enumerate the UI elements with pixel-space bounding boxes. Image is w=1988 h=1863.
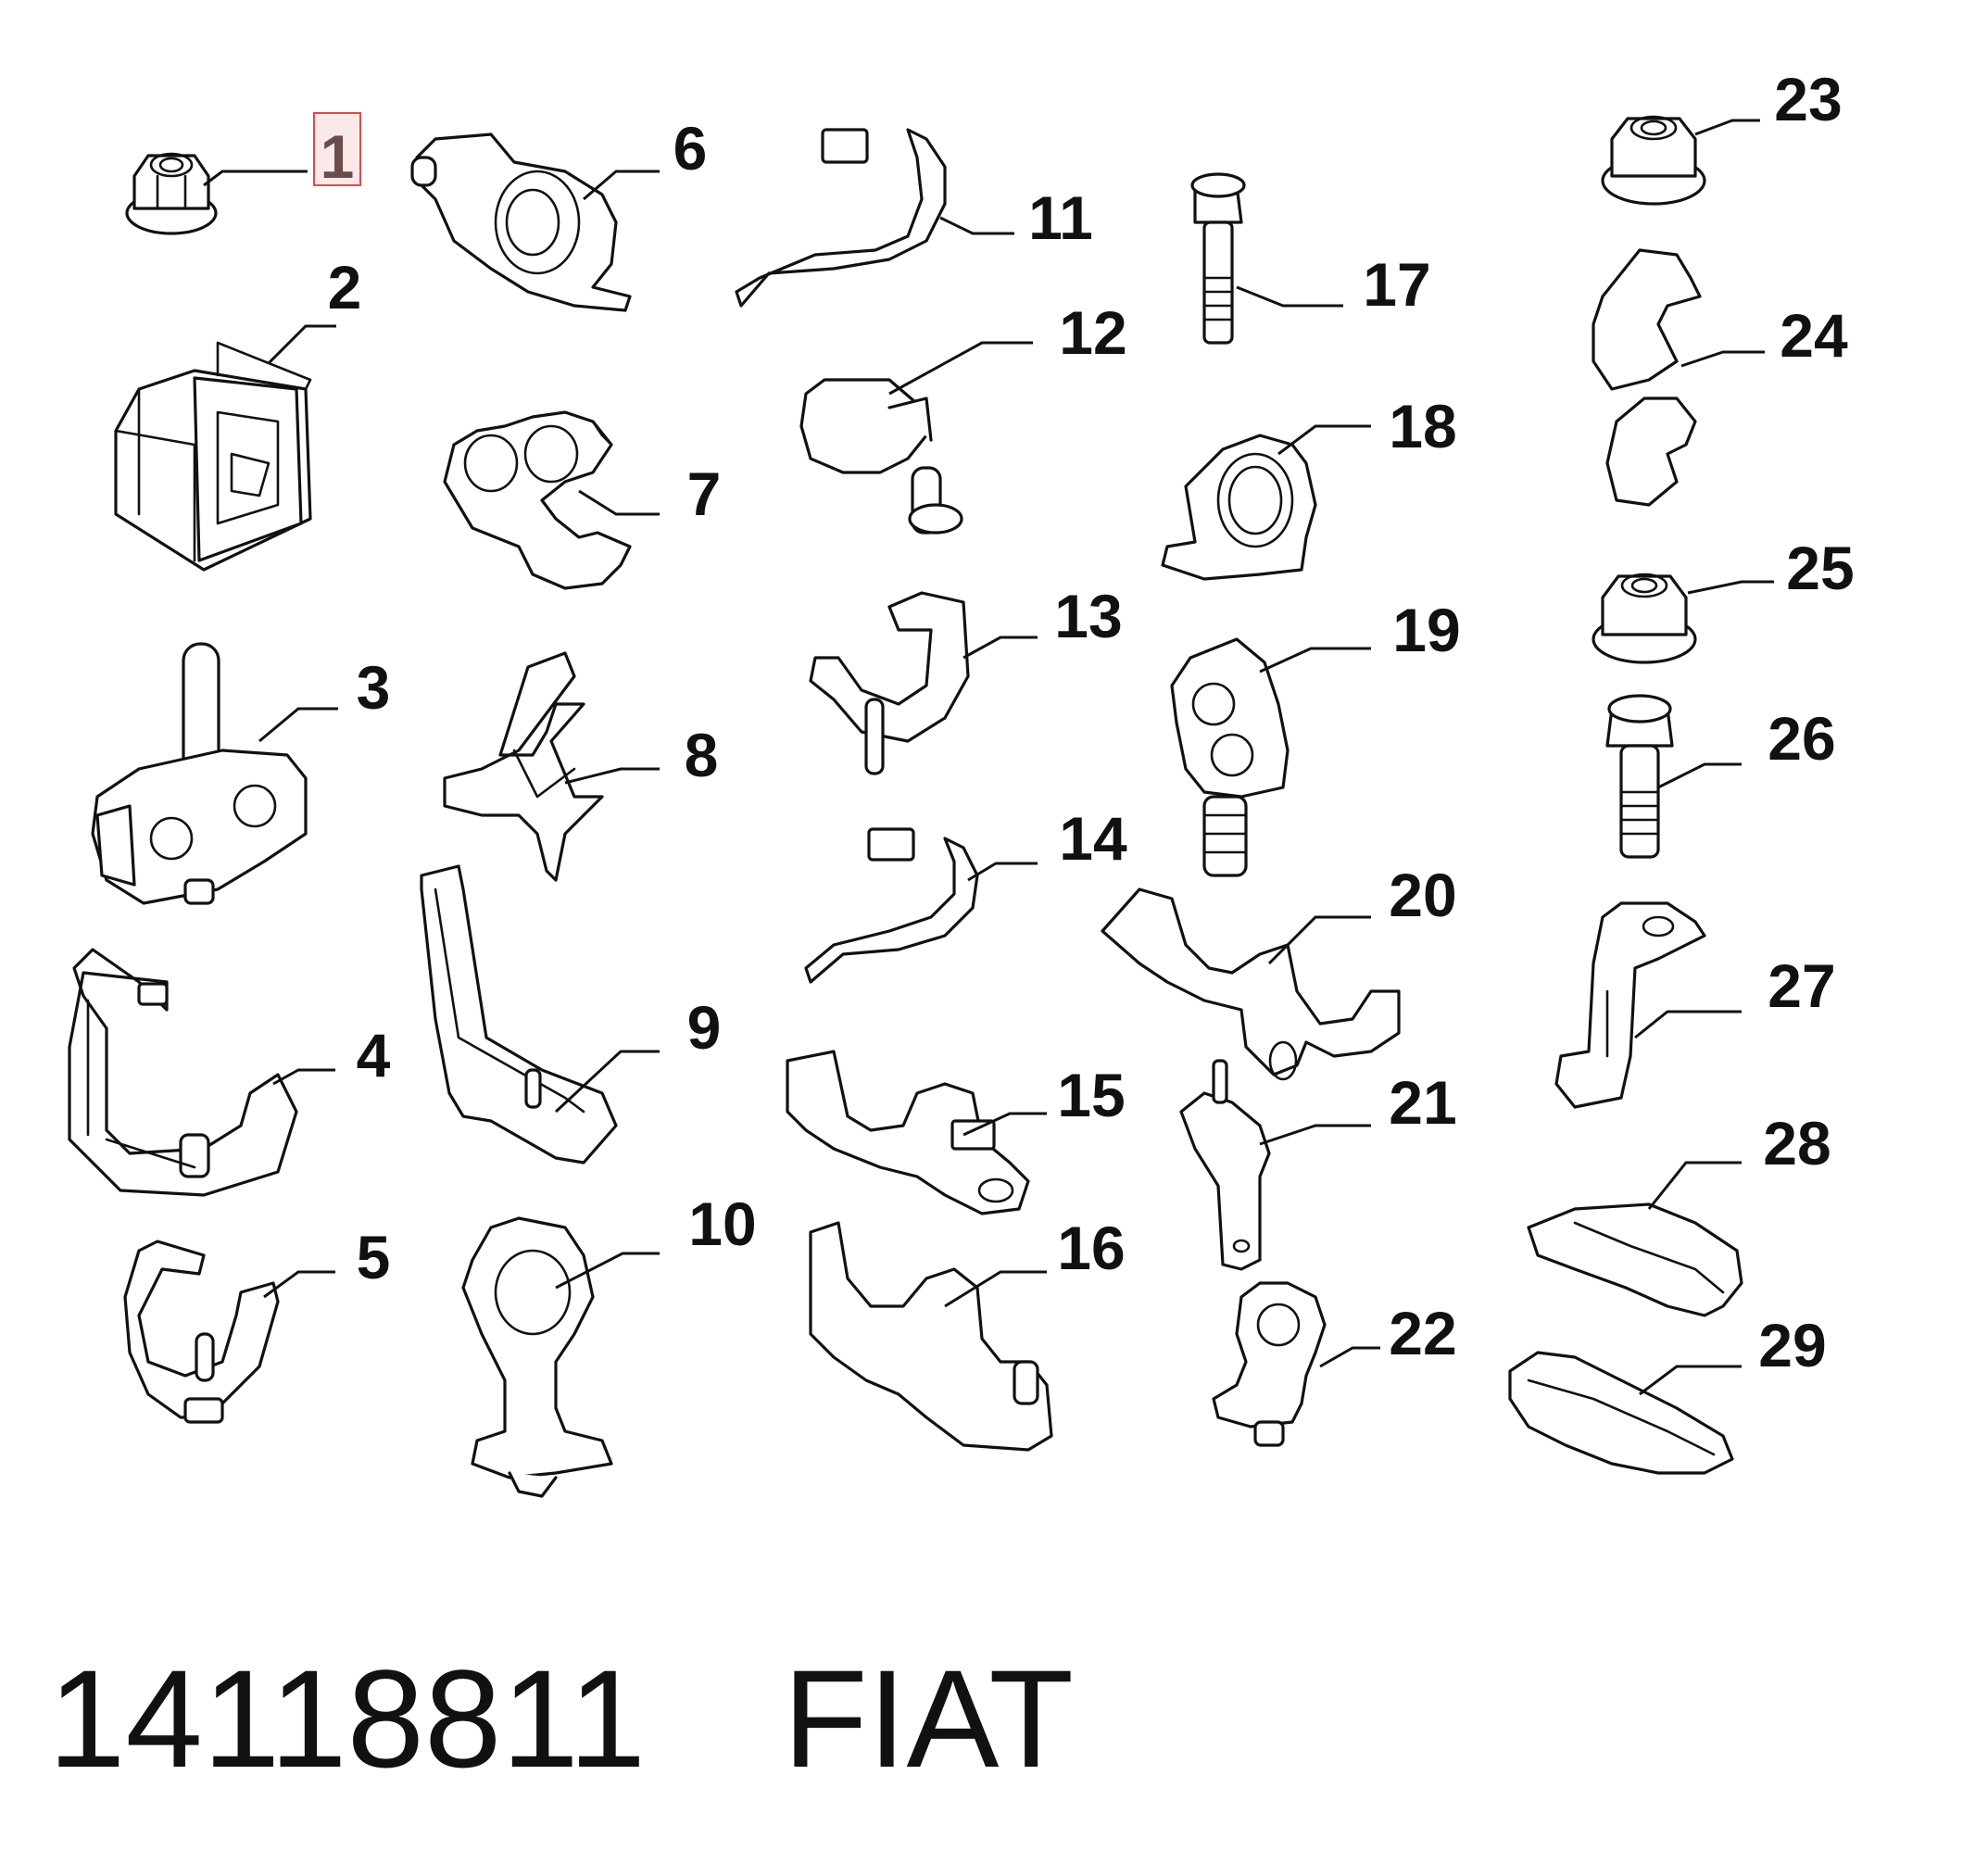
part-7-double-clamp[interactable] <box>443 410 632 590</box>
part-number: 14118811 <box>48 1641 647 1796</box>
callout-14[interactable]: 14 <box>1059 804 1127 873</box>
part-14-cable-tie[interactable] <box>804 827 979 984</box>
callout-numbers: 1 2 3 4 5 6 7 8 9 10 11 12 13 14 15 16 1… <box>321 65 1855 1379</box>
part-19-twin-clip[interactable] <box>1170 637 1290 877</box>
callout-22[interactable]: 22 <box>1389 1299 1456 1367</box>
callout-3[interactable]: 3 <box>357 653 391 722</box>
part-12-clip-stud[interactable] <box>799 378 963 535</box>
callout-19[interactable]: 19 <box>1392 596 1460 664</box>
callout-20[interactable]: 20 <box>1389 861 1456 929</box>
part-4-loop-clamp[interactable] <box>68 948 298 1197</box>
callout-11[interactable]: 11 <box>1028 183 1093 252</box>
callout-12[interactable]: 12 <box>1059 298 1126 367</box>
part-10-pushpin-clip[interactable] <box>461 1216 613 1498</box>
part-21-strap-bracket[interactable] <box>1179 1059 1271 1271</box>
part-1-flange-nut[interactable] <box>125 152 218 235</box>
callout-6[interactable]: 6 <box>673 114 708 183</box>
callout-18[interactable]: 18 <box>1389 392 1456 460</box>
callout-8[interactable]: 8 <box>685 721 719 789</box>
part-caption: 14118811 FIAT <box>48 1644 1074 1793</box>
callout-10[interactable]: 10 <box>688 1190 756 1258</box>
callout-17[interactable]: 17 <box>1363 250 1430 319</box>
part-2-square-grommet[interactable] <box>114 341 312 572</box>
callout-24[interactable]: 24 <box>1780 301 1848 370</box>
part-11-cable-tie[interactable] <box>735 128 947 308</box>
callout-27[interactable]: 27 <box>1768 951 1835 1020</box>
part-29-cover[interactable] <box>1508 1351 1734 1475</box>
callout-9[interactable]: 9 <box>687 993 722 1062</box>
callout-21[interactable]: 21 <box>1389 1068 1456 1137</box>
exploded-parts-diagram: 1 2 3 4 5 6 7 8 9 10 11 12 13 14 15 16 1… <box>68 65 1855 1498</box>
part-28-bracket[interactable] <box>1527 1202 1743 1317</box>
part-23-flange-nut[interactable] <box>1601 115 1706 206</box>
callout-4[interactable]: 4 <box>357 1021 391 1089</box>
callout-15[interactable]: 15 <box>1057 1061 1125 1129</box>
part-25-flange-nut[interactable] <box>1592 573 1697 664</box>
callout-13[interactable]: 13 <box>1054 582 1122 650</box>
part-9-long-bracket[interactable] <box>420 864 618 1164</box>
callout-25[interactable]: 25 <box>1786 534 1854 602</box>
brand-name: FIAT <box>783 1641 1074 1796</box>
part-18-round-grommet[interactable] <box>1161 434 1317 581</box>
part-16-double-saddle[interactable] <box>809 1221 1053 1452</box>
callout-5[interactable]: 5 <box>357 1223 391 1291</box>
callout-28[interactable]: 28 <box>1763 1109 1831 1177</box>
part-20-saddle-pin[interactable] <box>1101 887 1401 1081</box>
leader-lines <box>203 119 1774 1396</box>
part-5-open-clip[interactable] <box>123 1240 280 1424</box>
part-3-double-holder[interactable] <box>91 642 308 905</box>
callout-2[interactable]: 2 <box>328 253 362 321</box>
part-22-pin-clip[interactable] <box>1212 1281 1327 1447</box>
callout-26[interactable]: 26 <box>1768 704 1835 773</box>
part-24-snap-clips[interactable] <box>1592 248 1702 507</box>
part-17-bolt[interactable] <box>1190 172 1246 345</box>
callout-16[interactable]: 16 <box>1057 1214 1125 1282</box>
part-13-u-clip[interactable] <box>809 591 970 775</box>
callout-23[interactable]: 23 <box>1774 65 1842 133</box>
callout-1-highlight-box <box>313 112 361 186</box>
part-27-l-bracket[interactable] <box>1554 901 1706 1109</box>
part-6-connector-holder[interactable] <box>410 132 632 312</box>
callout-7[interactable]: 7 <box>687 459 722 528</box>
part-26-bolt[interactable] <box>1605 694 1674 859</box>
part-15-saddle-ear[interactable] <box>786 1050 1030 1215</box>
callout-1[interactable]: 1 <box>321 122 355 191</box>
part-8-push-clip[interactable] <box>443 651 604 882</box>
callout-29[interactable]: 29 <box>1758 1311 1826 1379</box>
